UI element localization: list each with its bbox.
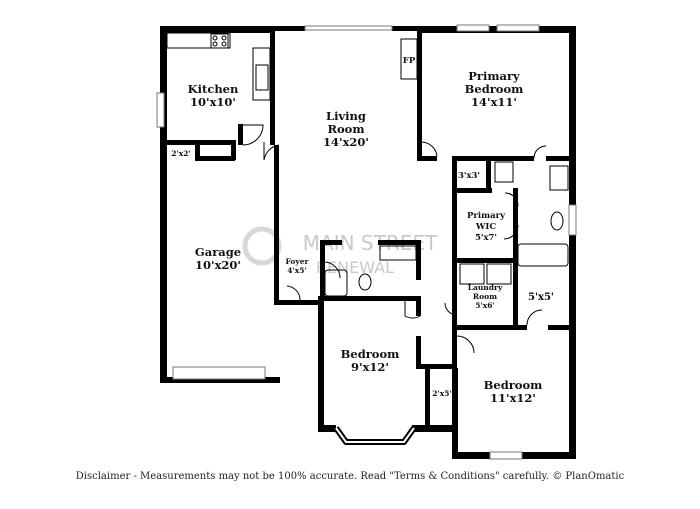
bath-5x5-size: 5'x5' (528, 292, 554, 303)
laundry-name-2: Room (473, 292, 497, 301)
living-room-name-1: Living (326, 109, 366, 123)
primary-bedroom-size: 14'x11' (471, 95, 517, 109)
laundry-name-1: Laundry (468, 283, 503, 292)
living-room-size: 14'x20' (323, 135, 369, 149)
laundry-size: 5'x6' (475, 301, 495, 310)
bay-window (333, 426, 417, 445)
interior-walls (167, 30, 576, 429)
doors (242, 124, 547, 354)
primary-window-1 (456, 24, 490, 32)
garage-door (172, 366, 266, 380)
foyer-name: Foyer (286, 257, 310, 266)
primary-wic-name-2: WIC (475, 222, 497, 232)
primary-wic-size: 5'x7' (475, 233, 497, 243)
bath-window (568, 204, 577, 236)
kitchen-window (156, 92, 165, 128)
primary-bedroom-name-1: Primary (468, 69, 520, 83)
garage-name: Garage (195, 245, 241, 259)
fireplace-label: FP (403, 56, 416, 66)
closet-2x2-size: 2'x2' (171, 149, 191, 158)
foyer-size: 4'x5' (287, 266, 307, 275)
bedroom-rear-size: 11'x12' (490, 391, 536, 405)
rear-bedroom-window (489, 451, 523, 460)
primary-wic-name-1: Primary (467, 211, 506, 221)
windows (156, 24, 577, 460)
bath-3x3-size: 3'x3' (458, 171, 480, 181)
bedroom-rear-name: Bedroom (484, 378, 543, 392)
primary-bedroom-name-2: Bedroom (465, 82, 524, 96)
primary-window-2 (496, 24, 540, 32)
garage-size: 10'x20' (195, 258, 241, 272)
living-top-opening (304, 25, 393, 31)
watermark-logo-icon (242, 226, 282, 266)
fixtures (166, 32, 569, 297)
kitchen-size: 10'x10' (190, 95, 236, 109)
bedroom-front-size: 9'x12' (351, 360, 389, 374)
kitchen-name: Kitchen (188, 82, 239, 96)
watermark-line2: RENEWAL (316, 258, 394, 277)
living-room-name-2: Room (327, 122, 364, 136)
bedroom-front-name: Bedroom (341, 347, 400, 361)
room-labels: Kitchen 10'x10' Living Room 14'x20' FP P… (171, 56, 554, 405)
closet-2x5-size: 2'x5' (432, 389, 452, 398)
disclaimer-text: Disclaimer - Measurements may not be 100… (75, 471, 625, 482)
